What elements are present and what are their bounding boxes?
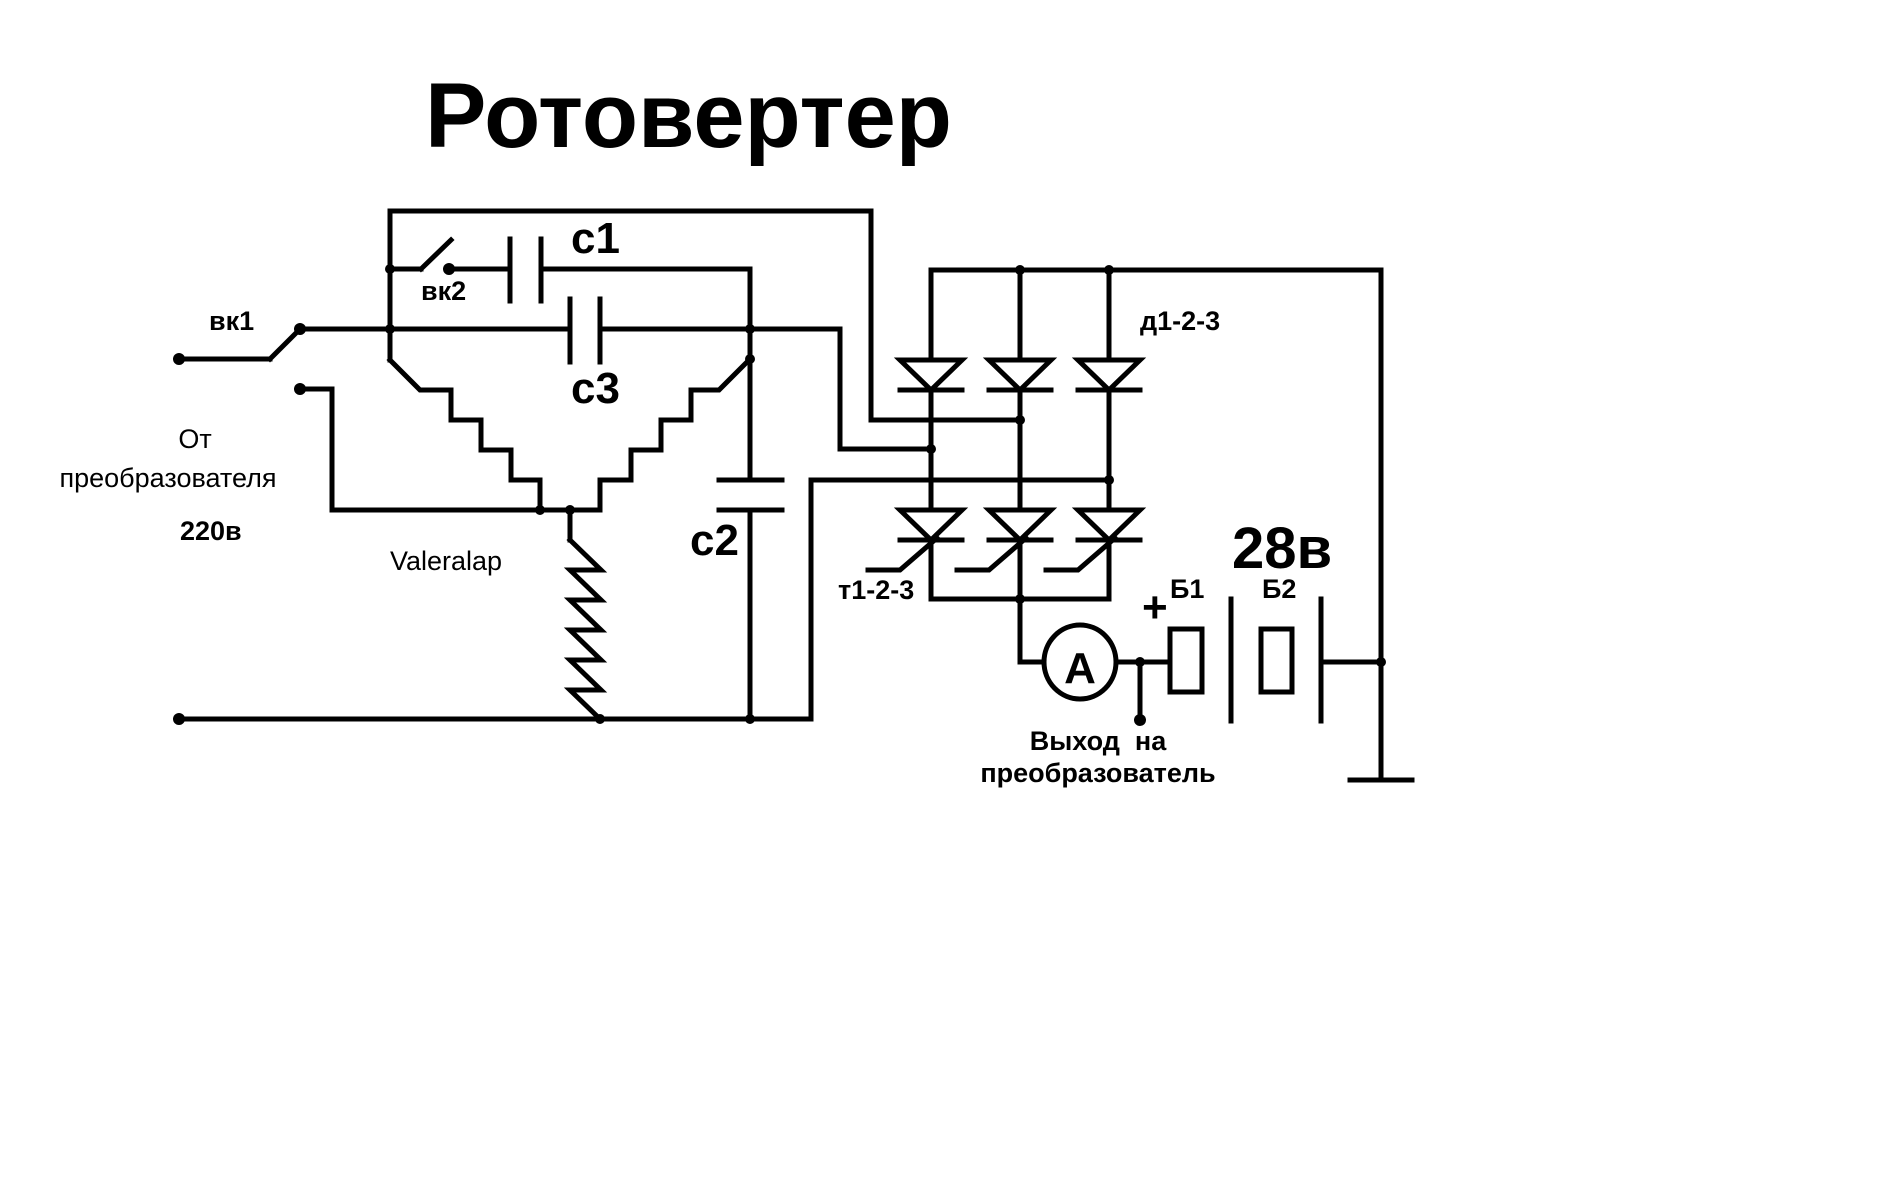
label-output-line1: Выход на — [1030, 726, 1167, 756]
label-b2: Б2 — [1262, 574, 1296, 604]
capacitor-c2 — [716, 477, 785, 513]
junctions — [385, 264, 1386, 724]
ammeter-symbol: A — [1064, 644, 1096, 693]
thyristor-t3 — [1043, 507, 1147, 573]
label-source-line2: преобразователя — [60, 463, 277, 493]
label-c3: с3 — [571, 364, 620, 413]
battery-b2 — [1258, 596, 1324, 724]
thyristor-group — [865, 507, 1147, 573]
wires — [176, 208, 1415, 783]
diode-group — [893, 357, 1147, 394]
terminal-input-1[interactable] — [173, 353, 185, 365]
diagram-title: Ротовертер — [425, 65, 952, 167]
thyristor-t1 — [865, 507, 969, 573]
switch-vk1-contact[interactable] — [294, 323, 306, 335]
capacitor-c1 — [507, 236, 544, 304]
label-motor: Valeralap — [390, 546, 502, 576]
switch-vk2-blade[interactable] — [417, 236, 455, 273]
diode-d2 — [982, 357, 1058, 394]
label-output-line2: преобразователь — [980, 758, 1215, 788]
terminal-input-bottom[interactable] — [173, 713, 185, 725]
wire-ammeter-out — [1114, 659, 1173, 723]
label-source-voltage: 220в — [180, 516, 242, 546]
wire-top-loop — [387, 208, 1023, 423]
motor-winding-left — [386, 356, 543, 513]
label-diodes: д1-2-3 — [1140, 306, 1220, 336]
label-battery-voltage: 28в — [1232, 516, 1332, 581]
motor-winding-right — [597, 355, 754, 513]
label-b1: Б1 — [1170, 574, 1204, 604]
terminal-input-2[interactable] — [294, 383, 306, 395]
wire-input2 — [297, 386, 603, 513]
label-plus: + — [1142, 583, 1168, 632]
diode-d1 — [893, 357, 969, 394]
capacitor-c3 — [567, 296, 603, 365]
label-thyristors: т1-2-3 — [838, 575, 914, 605]
label-vk2: вк2 — [421, 276, 466, 306]
wire-main — [297, 326, 934, 452]
wire-c1-branch — [387, 266, 753, 483]
switch-vk1-blade[interactable] — [266, 325, 304, 363]
ammeter: A — [1041, 622, 1119, 702]
wire-diode-top-rail — [928, 267, 1384, 783]
battery-b1 — [1167, 596, 1234, 724]
label-vk1: вк1 — [209, 306, 254, 336]
terminal-output[interactable] — [1134, 714, 1146, 726]
label-c1: с1 — [571, 214, 620, 263]
switch-vk2-contact[interactable] — [443, 263, 455, 275]
label-source-line1: От — [178, 424, 211, 454]
wire-bottom — [176, 477, 1112, 722]
label-c2: с2 — [690, 516, 739, 565]
resistor — [563, 536, 608, 723]
diode-d3 — [1071, 357, 1147, 394]
thyristor-t2 — [954, 507, 1058, 573]
